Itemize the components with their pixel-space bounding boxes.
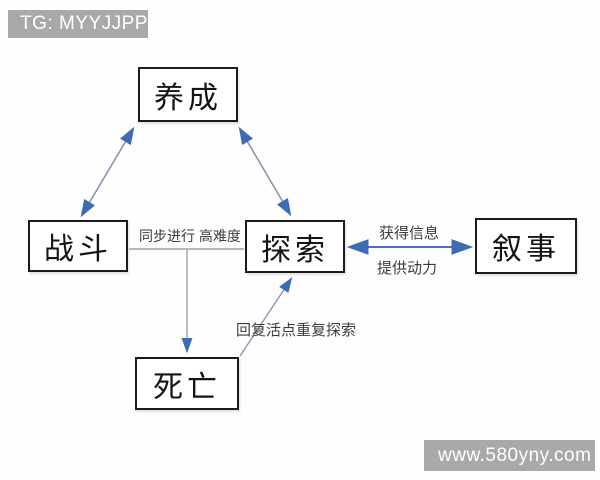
node-death-label: 死亡 <box>153 370 221 404</box>
edge-label-provide-motivation: 提供动力 <box>376 260 437 277</box>
node-cultivation-label: 养成 <box>154 81 222 115</box>
node-narrative: 叙事 <box>475 218 577 274</box>
node-death: 死亡 <box>135 357 239 410</box>
node-exploration: 探索 <box>245 220 345 273</box>
node-combat: 战斗 <box>28 220 128 272</box>
watermark-telegram: TG: MYYJJPP <box>8 10 148 38</box>
edge-siwang-tansuo <box>239 277 293 357</box>
node-combat-label: 战斗 <box>44 233 112 266</box>
edge-label-sync-high-difficulty: 同步进行 高难度 <box>139 228 241 244</box>
watermark-website: www.580yny.com <box>424 440 595 471</box>
edge-label-obtain-information: 获得信息 <box>378 225 439 242</box>
node-exploration-label: 探索 <box>261 233 329 267</box>
node-cultivation: 养成 <box>138 67 238 122</box>
edge-yangcheng-tansuo <box>238 126 292 217</box>
node-narrative-label: 叙事 <box>492 233 560 266</box>
edge-label-revive-repeat-explore: 回复活点重复探索 <box>236 322 357 339</box>
edge-yangcheng-zhandou <box>80 126 135 218</box>
